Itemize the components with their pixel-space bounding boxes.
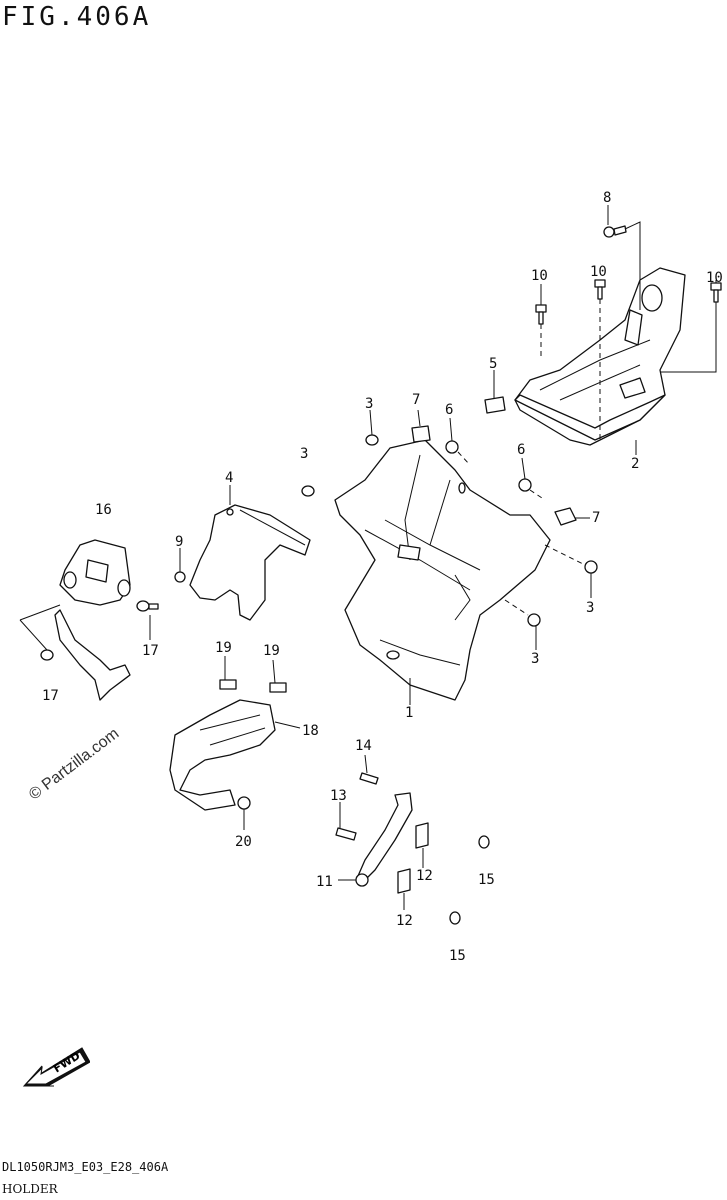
part-19-bolt-a[interactable] xyxy=(219,679,237,690)
callout-18: 18 xyxy=(302,723,319,739)
part-3-bolt-a[interactable] xyxy=(365,434,379,446)
part-11-stay[interactable] xyxy=(355,792,413,887)
callout-19-b: 19 xyxy=(263,643,280,659)
callout-7-b: 7 xyxy=(592,510,600,526)
part-6-grommet-b[interactable] xyxy=(518,478,532,492)
fwd-arrow-icon: FWD xyxy=(22,1047,90,1087)
part-15-nut-b[interactable] xyxy=(449,911,461,925)
callout-6-a: 6 xyxy=(445,402,453,418)
part-6-grommet-a[interactable] xyxy=(445,440,459,454)
part-12-cushion-a[interactable] xyxy=(415,822,429,849)
part-18-bracket[interactable] xyxy=(169,699,276,811)
part-3-bolt-c[interactable] xyxy=(584,560,598,574)
callout-3-a: 3 xyxy=(365,396,373,412)
callout-14: 14 xyxy=(355,738,372,754)
part-13-bolt[interactable] xyxy=(335,827,357,841)
callout-15-a: 15 xyxy=(478,872,495,888)
part-14-bolt[interactable] xyxy=(359,772,379,785)
callout-9: 9 xyxy=(175,534,183,550)
part-1-main-holder[interactable] xyxy=(334,439,551,701)
part-17-bolt-a[interactable] xyxy=(136,600,159,612)
part-5-pad[interactable] xyxy=(484,396,506,414)
part-9-grommet[interactable] xyxy=(174,571,186,583)
part-15-nut-a[interactable] xyxy=(478,835,490,849)
callout-17-a: 17 xyxy=(142,643,159,659)
callout-12-b: 12 xyxy=(396,913,413,929)
part-4-bracket[interactable] xyxy=(189,504,311,621)
callout-17-b: 17 xyxy=(42,688,59,704)
diagram-name: HOLDER xyxy=(2,1182,58,1196)
callout-13: 13 xyxy=(330,788,347,804)
part-10-screw-b[interactable] xyxy=(594,279,606,300)
part-17-bolt-b[interactable] xyxy=(40,649,54,661)
callout-10-a: 10 xyxy=(531,268,548,284)
callout-6-b: 6 xyxy=(517,442,525,458)
callout-15-b: 15 xyxy=(449,948,466,964)
part-16-stay[interactable] xyxy=(54,539,131,701)
part-7-nut-b[interactable] xyxy=(554,507,577,526)
part-20-nut[interactable] xyxy=(237,796,251,810)
callout-10-c: 10 xyxy=(706,270,723,286)
callout-8: 8 xyxy=(603,190,611,206)
part-3-bolt-b[interactable] xyxy=(301,485,315,497)
callout-20: 20 xyxy=(235,834,252,850)
diagram-code: DL1050RJM3_E03_E28_406A xyxy=(2,1160,169,1174)
callout-19-a: 19 xyxy=(215,640,232,656)
part-7-nut-a[interactable] xyxy=(411,425,431,443)
callout-2: 2 xyxy=(631,456,639,472)
callout-11: 11 xyxy=(316,874,333,890)
callout-4: 4 xyxy=(225,470,233,486)
callout-3-c: 3 xyxy=(586,600,594,616)
part-12-cushion-b[interactable] xyxy=(397,868,411,894)
part-19-bolt-b[interactable] xyxy=(269,682,287,693)
callout-3-b: 3 xyxy=(300,446,308,462)
callout-1: 1 xyxy=(405,705,413,721)
part-3-bolt-d[interactable] xyxy=(527,613,541,627)
callout-12-a: 12 xyxy=(416,868,433,884)
callout-7-a: 7 xyxy=(412,392,420,408)
figure-title: FIG.406A xyxy=(2,2,152,32)
callout-10-b: 10 xyxy=(590,264,607,280)
callout-16: 16 xyxy=(95,502,112,518)
callout-5: 5 xyxy=(489,356,497,372)
part-10-screw-a[interactable] xyxy=(535,304,547,325)
part-8-screw[interactable] xyxy=(603,225,627,238)
callout-3-d: 3 xyxy=(531,651,539,667)
